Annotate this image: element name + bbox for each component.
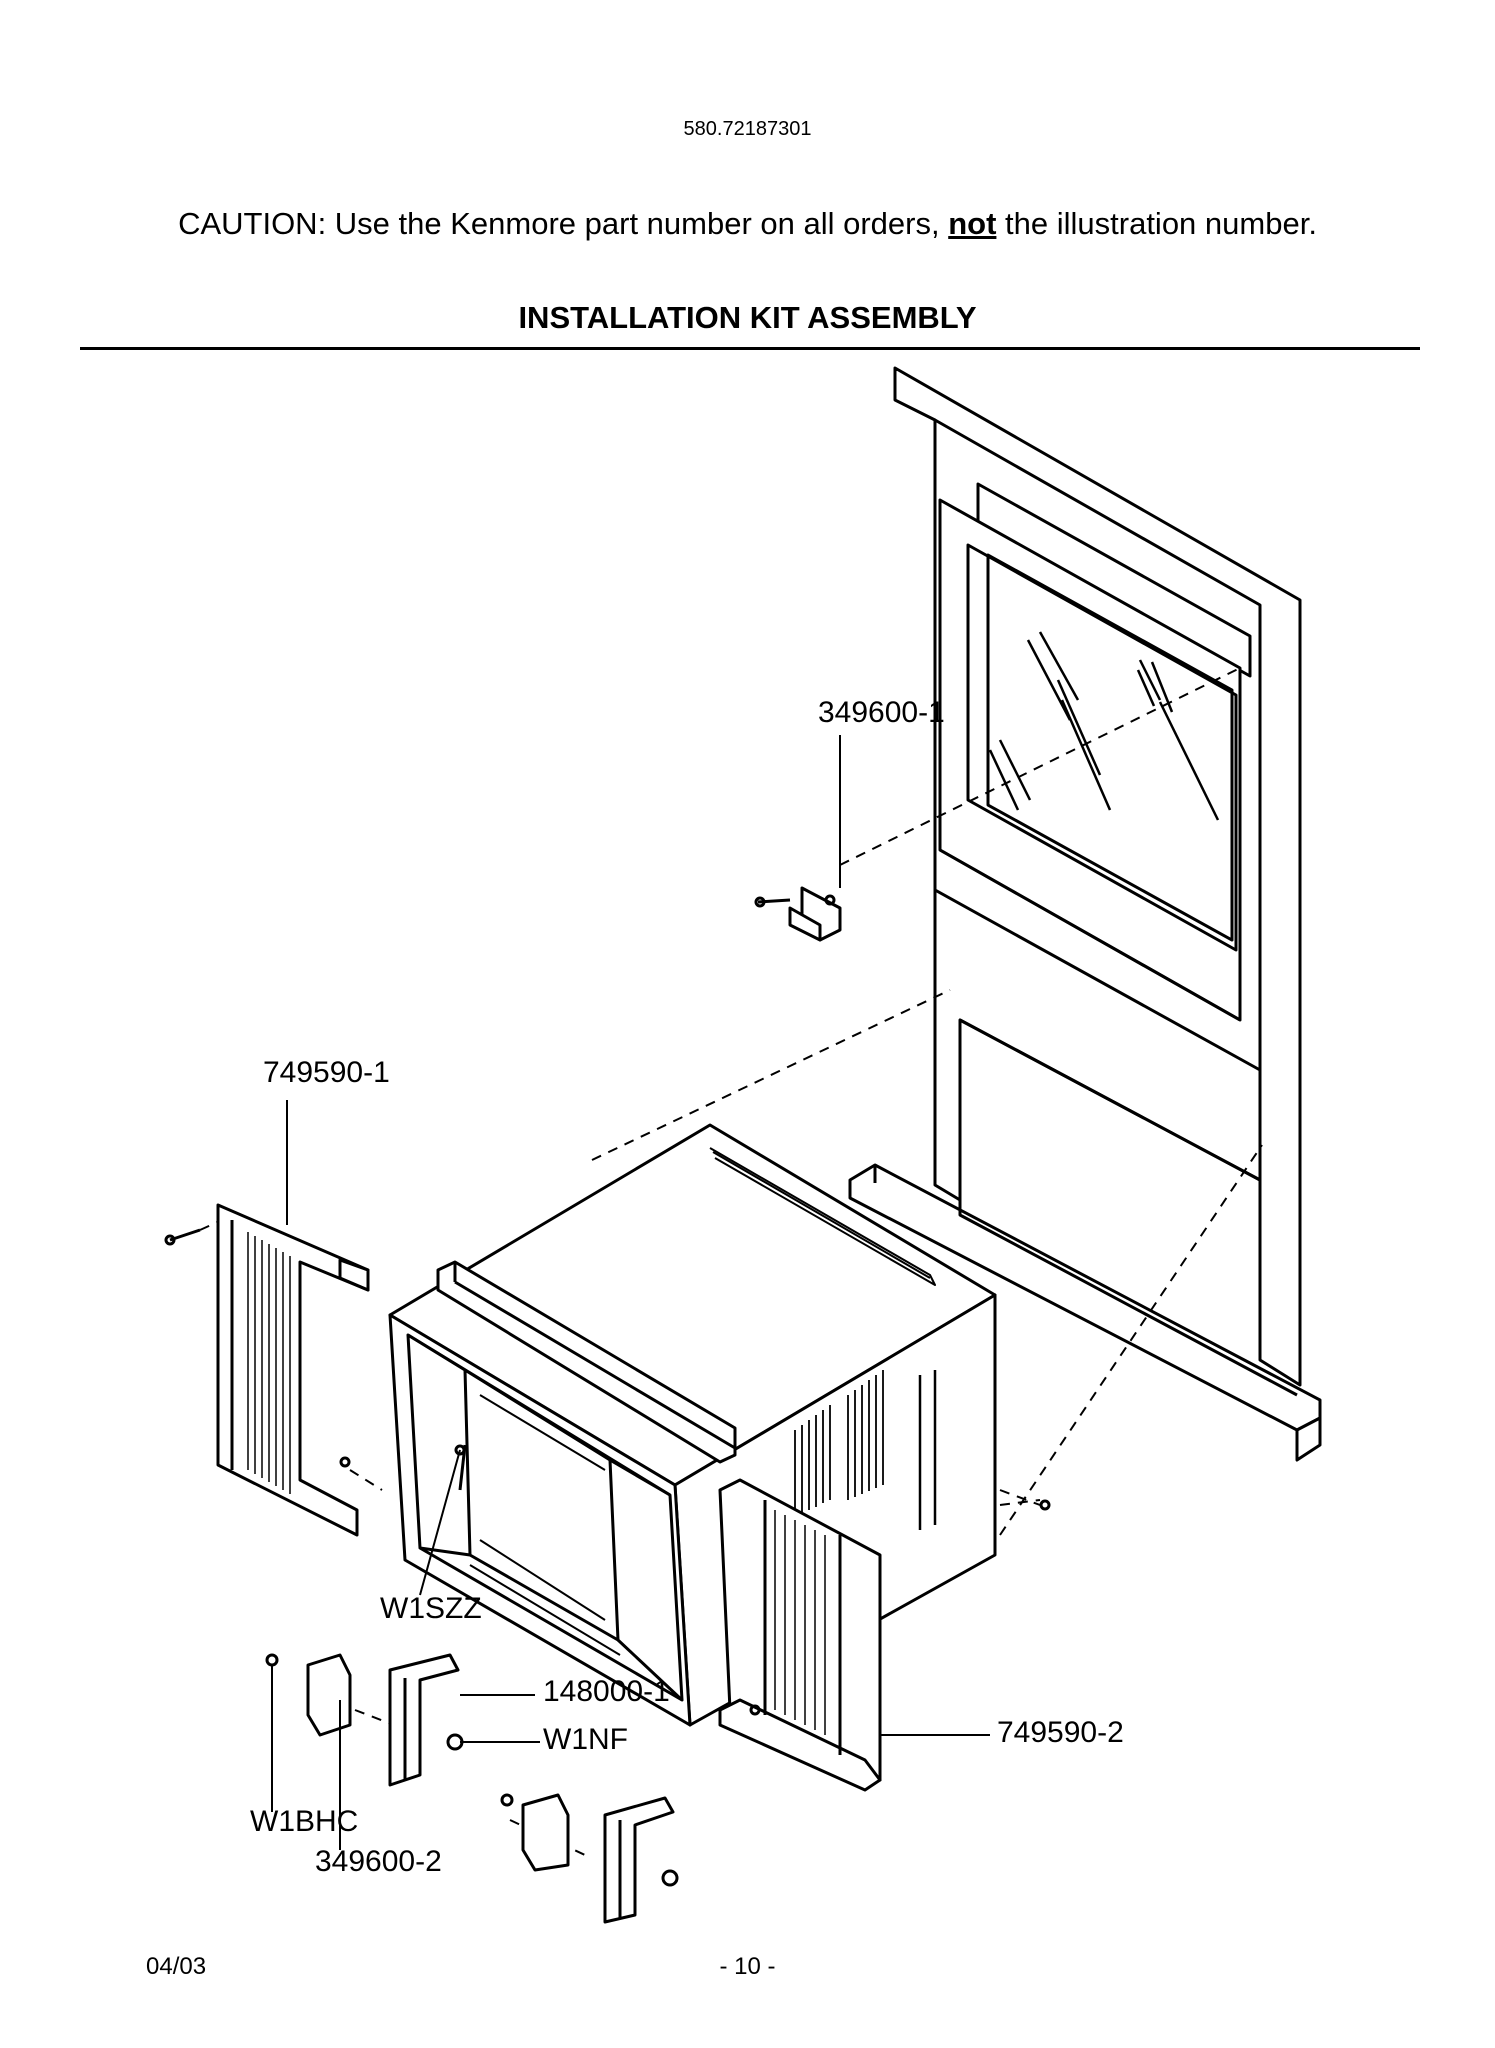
support-brackets xyxy=(265,1653,679,1924)
model-number: 580.72187301 xyxy=(683,118,812,140)
callout-w1szz: W1SZZ xyxy=(380,1592,482,1625)
glass-reflections xyxy=(988,631,1220,821)
bracket-349600-1 xyxy=(754,886,842,942)
side-vents xyxy=(794,1370,937,1530)
caution-emphasis: not xyxy=(948,206,997,241)
caution-text-start: CAUTION: Use the Kenmore part number on … xyxy=(178,206,949,241)
cabinet-top-slot xyxy=(709,1147,936,1286)
screws xyxy=(164,1228,1051,1716)
callout-349600-2: 349600-2 xyxy=(315,1845,442,1878)
page-title: INSTALLATION KIT ASSEMBLY xyxy=(518,300,977,335)
title-rule xyxy=(80,347,1420,350)
callout-749590-2: 749590-2 xyxy=(997,1716,1124,1749)
top-rail xyxy=(436,1260,737,1464)
caution-text-end: the illustration number. xyxy=(996,206,1317,241)
right-side-panel xyxy=(718,1478,882,1792)
footer-date: 04/03 xyxy=(146,1953,207,1980)
caution-notice: CAUTION: Use the Kenmore part number on … xyxy=(0,206,1495,242)
callout-w1bhc: W1BHC xyxy=(250,1805,359,1838)
callout-w1nf: W1NF xyxy=(543,1723,628,1756)
callout-749590-1: 749590-1 xyxy=(263,1056,390,1089)
page-number: - 10 - xyxy=(719,1953,776,1980)
callout-349600-1: 349600-1 xyxy=(818,696,945,729)
leader-lines xyxy=(271,735,990,1850)
callout-148000-1: 148000-1 xyxy=(543,1675,670,1708)
window-sill xyxy=(848,1163,1322,1462)
left-side-panel xyxy=(216,1203,370,1537)
upper-sash xyxy=(938,482,1252,1022)
